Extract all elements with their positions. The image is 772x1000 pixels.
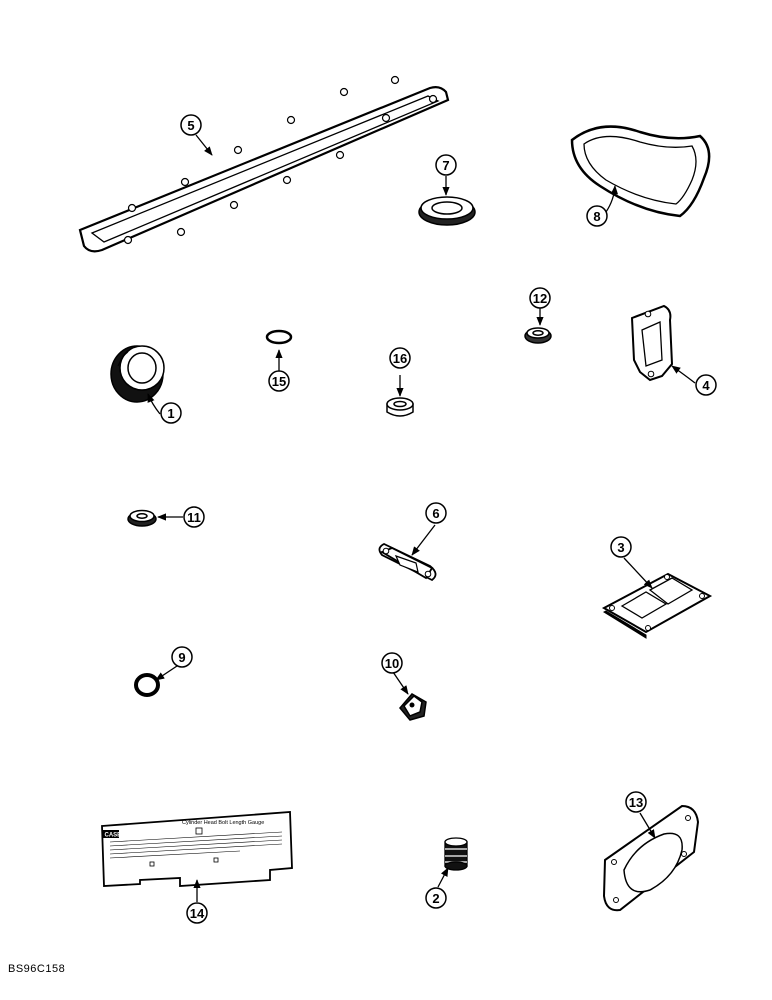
callout-label: 10 [385, 656, 399, 671]
callout-12: 12 [529, 287, 551, 309]
rounded-cover-gasket [570, 125, 711, 218]
callout-15: 15 [268, 370, 290, 392]
callout-label: 4 [702, 378, 710, 393]
callout-5: 5 [180, 114, 202, 136]
callout-4: 4 [695, 374, 717, 396]
threaded-plug [444, 837, 468, 871]
small-seal [524, 327, 552, 344]
callout-7: 7 [435, 154, 457, 176]
callout-8: 8 [586, 205, 608, 227]
callout-label: 11 [187, 510, 201, 525]
gauge-logo: CASE [105, 833, 122, 839]
callout-13: 13 [625, 791, 647, 813]
seal-ring [418, 196, 476, 226]
rocker-cover-gasket [78, 75, 450, 253]
callout-label: 6 [432, 506, 439, 521]
callout-9: 9 [171, 646, 193, 668]
callout-label: 12 [533, 291, 547, 306]
callout-label: 16 [393, 351, 407, 366]
gauge-title: Cylinder Head Bolt Length Gauge [182, 820, 264, 826]
turbo-flange-gasket [602, 804, 700, 912]
callout-label: 7 [442, 158, 449, 173]
ring-seal [134, 673, 160, 697]
callout-2: 2 [425, 887, 447, 909]
figure-code: BS96C158 [8, 963, 66, 975]
callout-label: 13 [629, 795, 643, 810]
bolt-length-gauge: CASE Cylinder Head Bolt Length Gauge [101, 811, 293, 887]
callout-label: 9 [178, 650, 185, 665]
callout-label: 1 [167, 406, 174, 421]
flange-gasket [378, 542, 437, 582]
callout-6: 6 [425, 502, 447, 524]
exhaust-manifold-gasket [630, 304, 674, 382]
o-ring [265, 329, 293, 345]
callout-label: 14 [190, 906, 205, 921]
intake-gasket [601, 572, 713, 639]
callout-label: 3 [617, 540, 624, 555]
callout-label: 8 [593, 209, 600, 224]
callout-3: 3 [610, 536, 632, 558]
callout-label: 5 [187, 118, 194, 133]
cup-plug [386, 397, 414, 417]
callout-label: 2 [432, 891, 439, 906]
seal-washer [127, 509, 157, 527]
callout-1: 1 [160, 402, 182, 424]
crankshaft-seal [110, 345, 165, 403]
callout-10: 10 [381, 652, 403, 674]
callout-11: 11 [183, 506, 205, 528]
leader-lines [147, 134, 696, 902]
callout-14: 14 [186, 902, 208, 924]
callout-label: 15 [272, 374, 286, 389]
retainer-clip [399, 693, 427, 721]
callout-16: 16 [389, 347, 411, 369]
